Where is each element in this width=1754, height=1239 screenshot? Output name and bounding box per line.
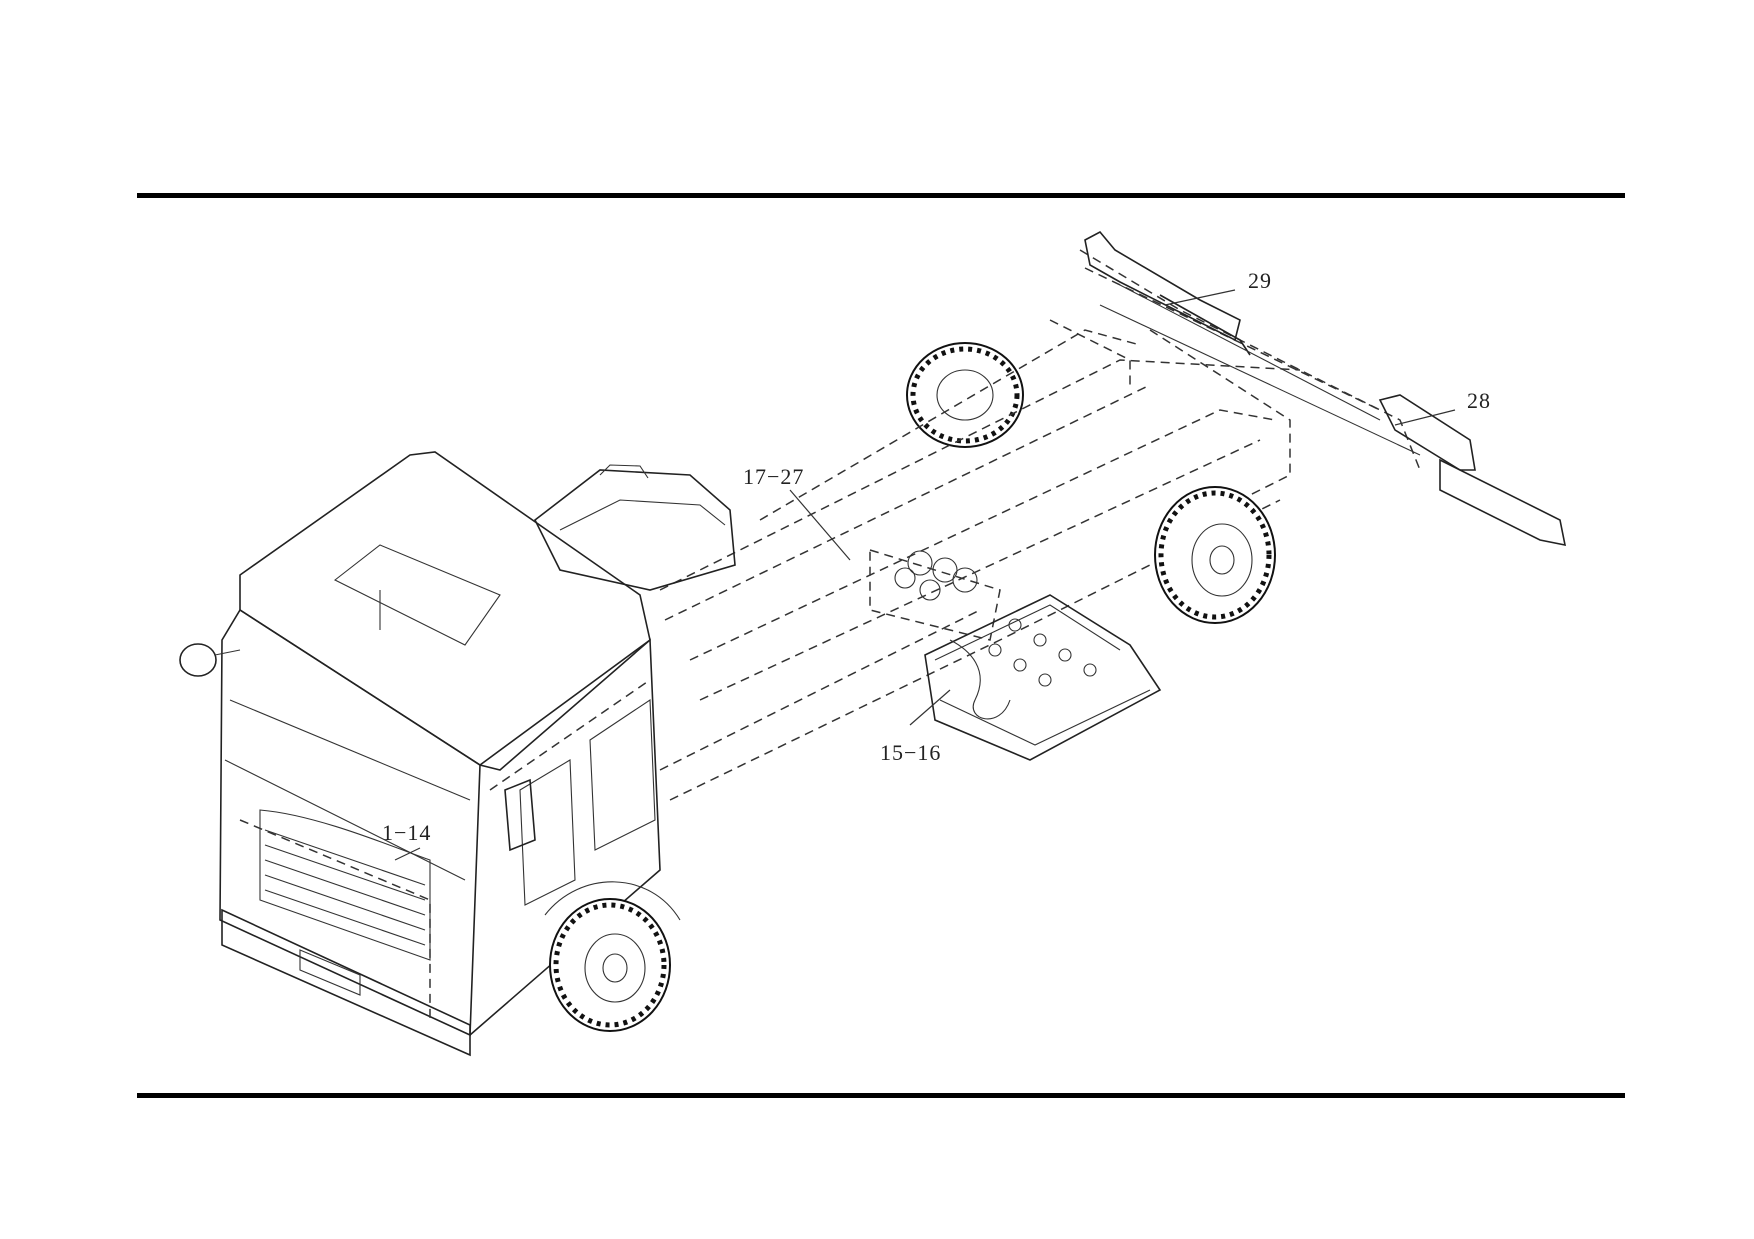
rear-right-wheel [1154,486,1276,624]
chassis-frame [659,249,1421,801]
rear-crossmember [1084,230,1567,547]
bottom-rule [137,1093,1625,1098]
leader-lines [394,289,1456,861]
callout-17-27: 17−27 [743,464,804,489]
battery-box [924,594,1162,761]
front-wheel [544,881,681,1032]
callout-28: 28 [1467,388,1491,413]
fuel-tank [533,464,736,591]
cab [179,451,661,1057]
callout-1-14: 1−14 [382,820,431,845]
rear-left-wheel [906,342,1024,448]
callout-15-16: 15−16 [880,740,941,765]
callout-29: 29 [1248,268,1272,293]
top-rule [137,193,1625,198]
